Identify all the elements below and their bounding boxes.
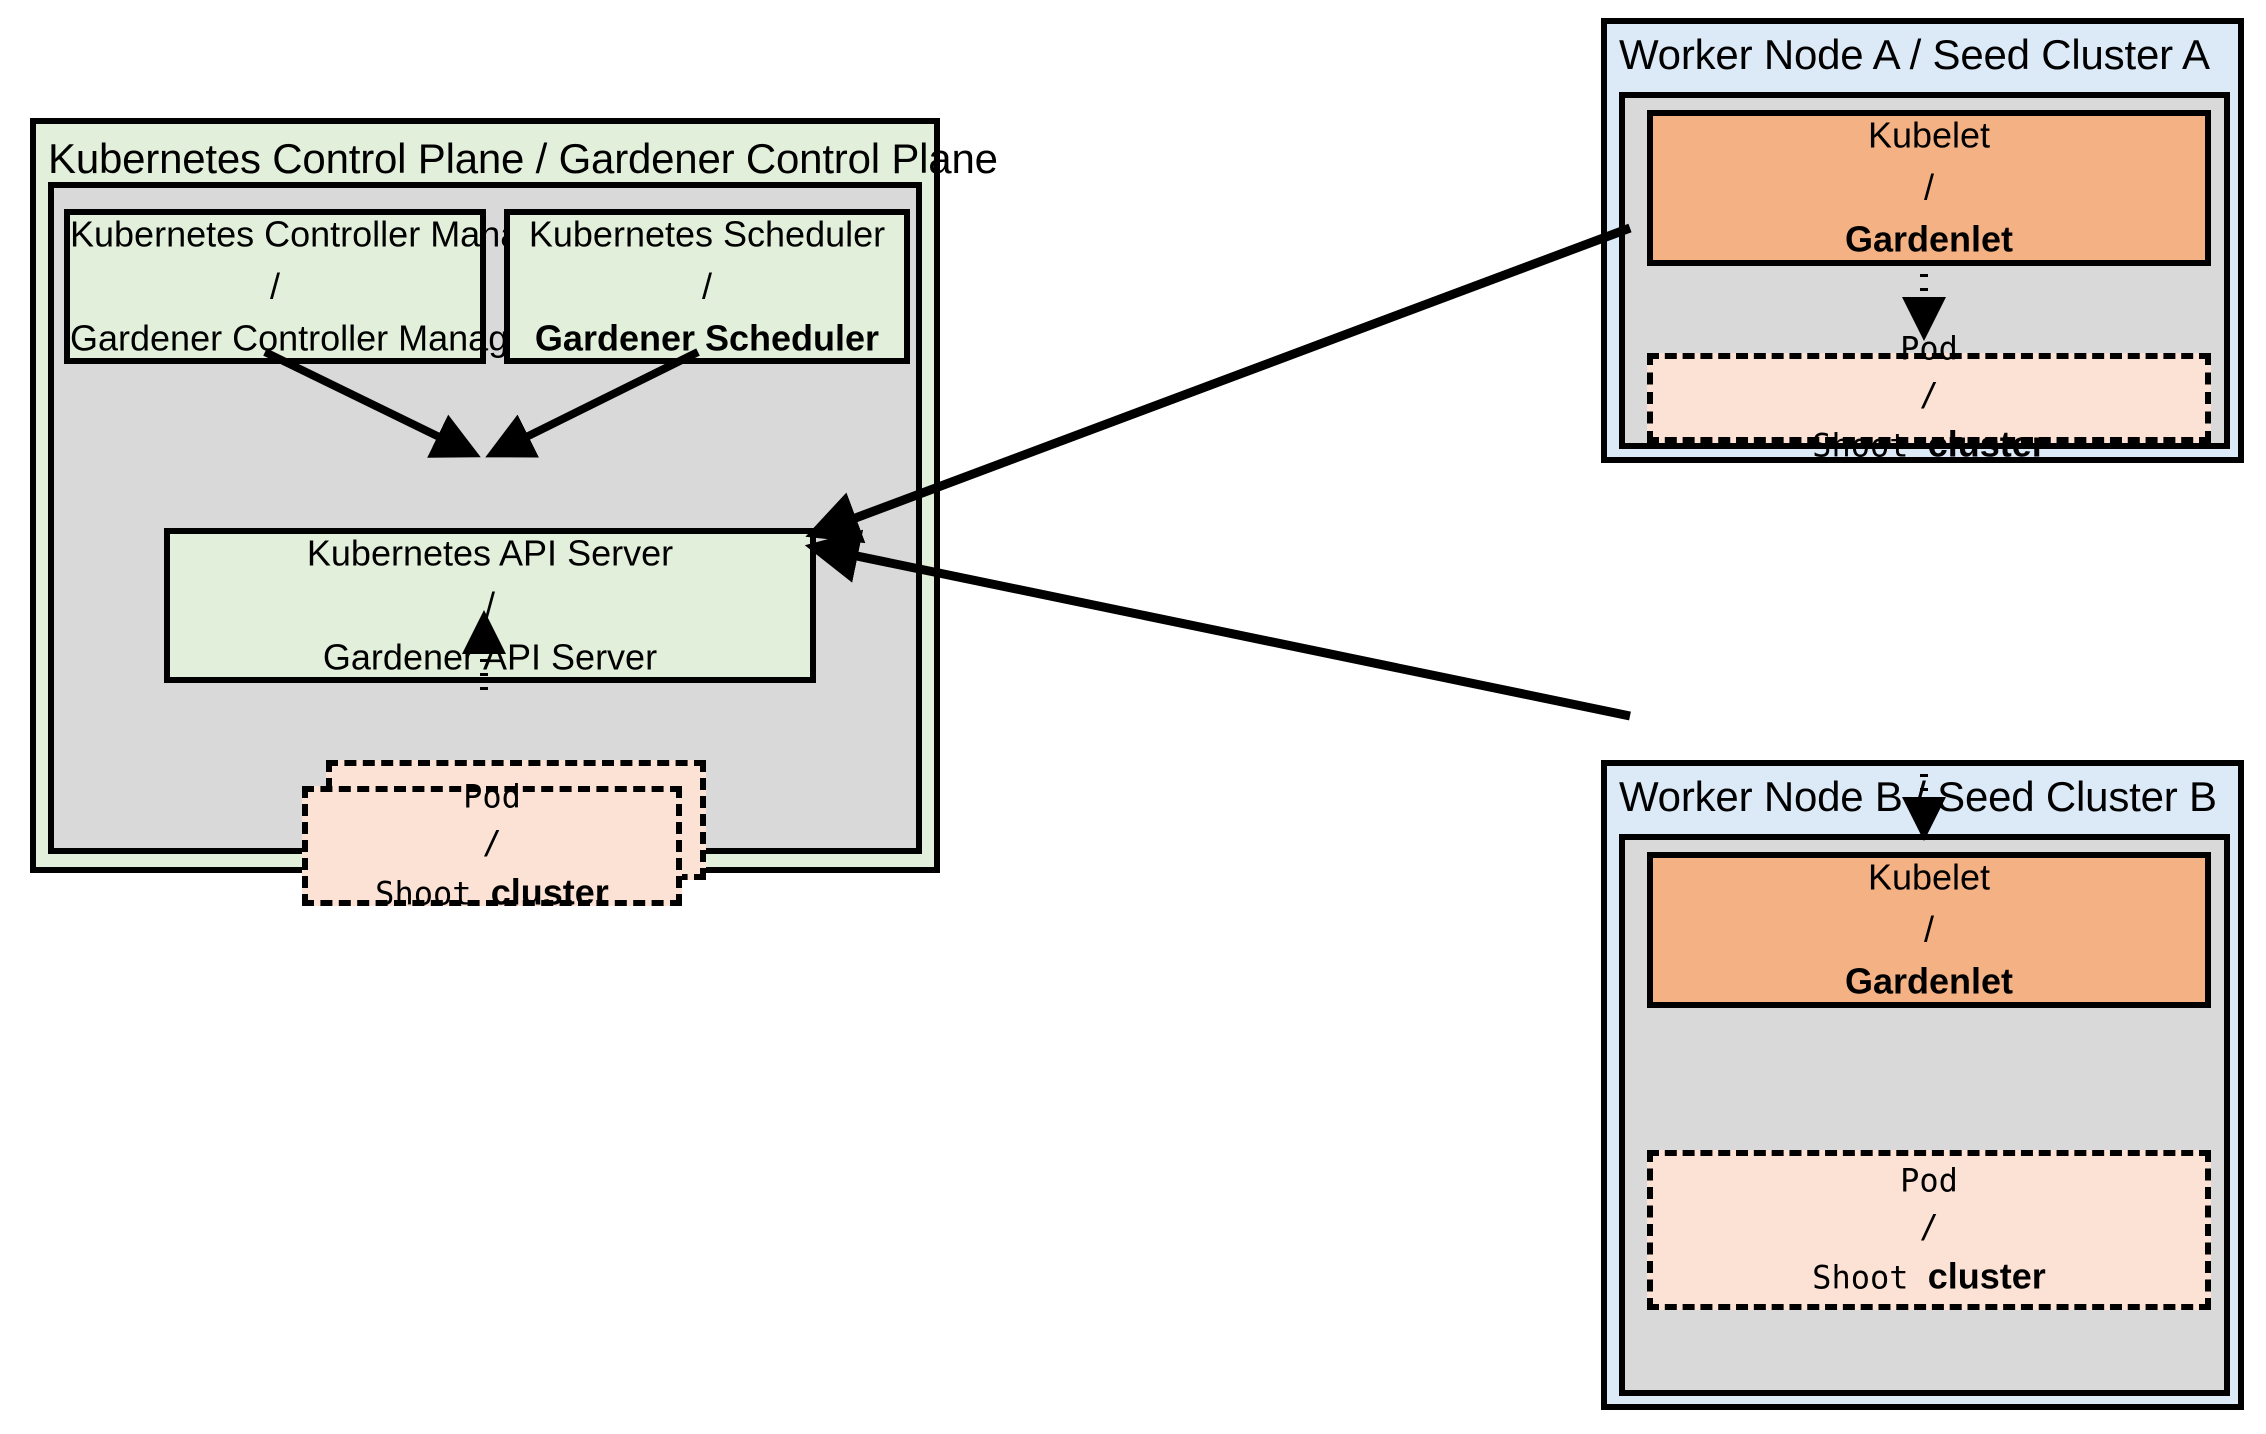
scheduler-text: Kubernetes Scheduler / Gardener Schedule…: [510, 208, 904, 365]
kubelet-a-line1: Kubelet: [1867, 114, 1991, 156]
control-plane-pod-separator: /: [482, 823, 502, 862]
kubelet-a-text: Kubelet / Gardenlet: [1653, 110, 2205, 267]
pod-b-separator: /: [1919, 1207, 1939, 1246]
pod-b-line2-bold: cluster: [1927, 1255, 2046, 1297]
scheduler-line2: Gardener Scheduler: [534, 317, 880, 359]
kubelet-a-line2: Gardenlet: [1844, 219, 2014, 261]
api-server-line1: Kubernetes API Server: [306, 532, 674, 574]
control-plane-title: Kubernetes Control Plane / Gardener Cont…: [48, 135, 998, 182]
worker-node-a-panel: Worker Node A / Seed Cluster A Kubelet /…: [1601, 18, 2244, 464]
api-server-text: Kubernetes API Server / Gardener API Ser…: [170, 527, 810, 684]
worker-node-a-title: Worker Node A / Seed Cluster A: [1619, 31, 2210, 78]
pod-a-text: Pod / Shoot cluster: [1653, 326, 2205, 471]
pod-b-text: Pod / Shoot cluster: [1653, 1158, 2205, 1303]
kubelet-gardenlet-a-box: Kubelet / Gardenlet: [1647, 110, 2211, 266]
kubernetes-controller-manager-box: Kubernetes Controller Manager / Gardener…: [64, 208, 573, 365]
worker-node-a-inner-area: Kubelet / Gardenlet Pod / Shoot cluster: [1619, 92, 2230, 464]
controller-manager-line2: Gardener Controller Manager: [70, 317, 541, 359]
pod-b-line2: Shoot cluster: [1653, 1250, 2205, 1302]
pod-a-box: Pod / Shoot cluster: [1647, 330, 2211, 464]
control-plane-pod-line2: Shoot cluster: [308, 866, 676, 918]
worker-node-b-title: Worker Node B / Seed Cluster B: [1619, 773, 2217, 820]
kubernetes-api-server-box: Kubernetes API Server / Gardener API Ser…: [164, 528, 816, 683]
pod-a-line2-plain: Shoot: [1812, 426, 1928, 465]
pod-b-line2-plain: Shoot: [1812, 1258, 1928, 1297]
api-server-separator: /: [484, 584, 495, 626]
api-server-line2: Gardener API Server: [322, 636, 658, 678]
kubelet-b-line1: Kubelet: [1867, 856, 1991, 898]
kubelet-a-separator: /: [1923, 166, 1934, 208]
worker-node-b-panel: Worker Node B / Seed Cluster B Kubelet /…: [1601, 760, 2244, 1410]
control-plane-panel: Kubernetes Control Plane / Gardener Cont…: [30, 118, 998, 912]
pod-a-separator: /: [1919, 375, 1939, 414]
control-plane-pod-box: Pod / Shoot cluster: [302, 778, 682, 912]
controller-manager-text: Kubernetes Controller Manager / Gardener…: [70, 208, 573, 365]
worker-node-b-inner-area: Kubelet / Gardenlet Pod / Shoot cluster: [1619, 834, 2230, 1396]
pod-a-line2-bold: cluster: [1927, 423, 2046, 465]
kubernetes-scheduler-box: Kubernetes Scheduler / Gardener Schedule…: [504, 209, 910, 364]
control-plane-inner-area: Kubernetes Controller Manager / Gardener…: [48, 182, 922, 912]
controller-manager-line1: Kubernetes Controller Manager: [70, 213, 573, 255]
kubelet-b-separator: /: [1923, 908, 1934, 950]
control-plane-pod-line1: Pod: [463, 777, 521, 816]
controller-manager-separator: /: [269, 265, 280, 307]
scheduler-line1: Kubernetes Scheduler: [528, 213, 886, 255]
scheduler-separator: /: [701, 265, 712, 307]
pod-a-line1: Pod: [1900, 329, 1958, 368]
pod-a-line2: Shoot cluster: [1653, 418, 2205, 470]
control-plane-pod-text: Pod / Shoot cluster: [308, 774, 676, 919]
control-plane-pod-line2-plain: Shoot: [375, 874, 491, 913]
pod-b-box: Pod / Shoot cluster: [1647, 1150, 2211, 1310]
pod-b-line1: Pod: [1900, 1161, 1958, 1200]
kubelet-b-text: Kubelet / Gardenlet: [1653, 852, 2205, 1009]
control-plane-pod-line2-bold: cluster: [490, 871, 609, 913]
kubelet-gardenlet-b-box: Kubelet / Gardenlet: [1647, 852, 2211, 1008]
kubelet-b-line2: Gardenlet: [1844, 961, 2014, 1003]
